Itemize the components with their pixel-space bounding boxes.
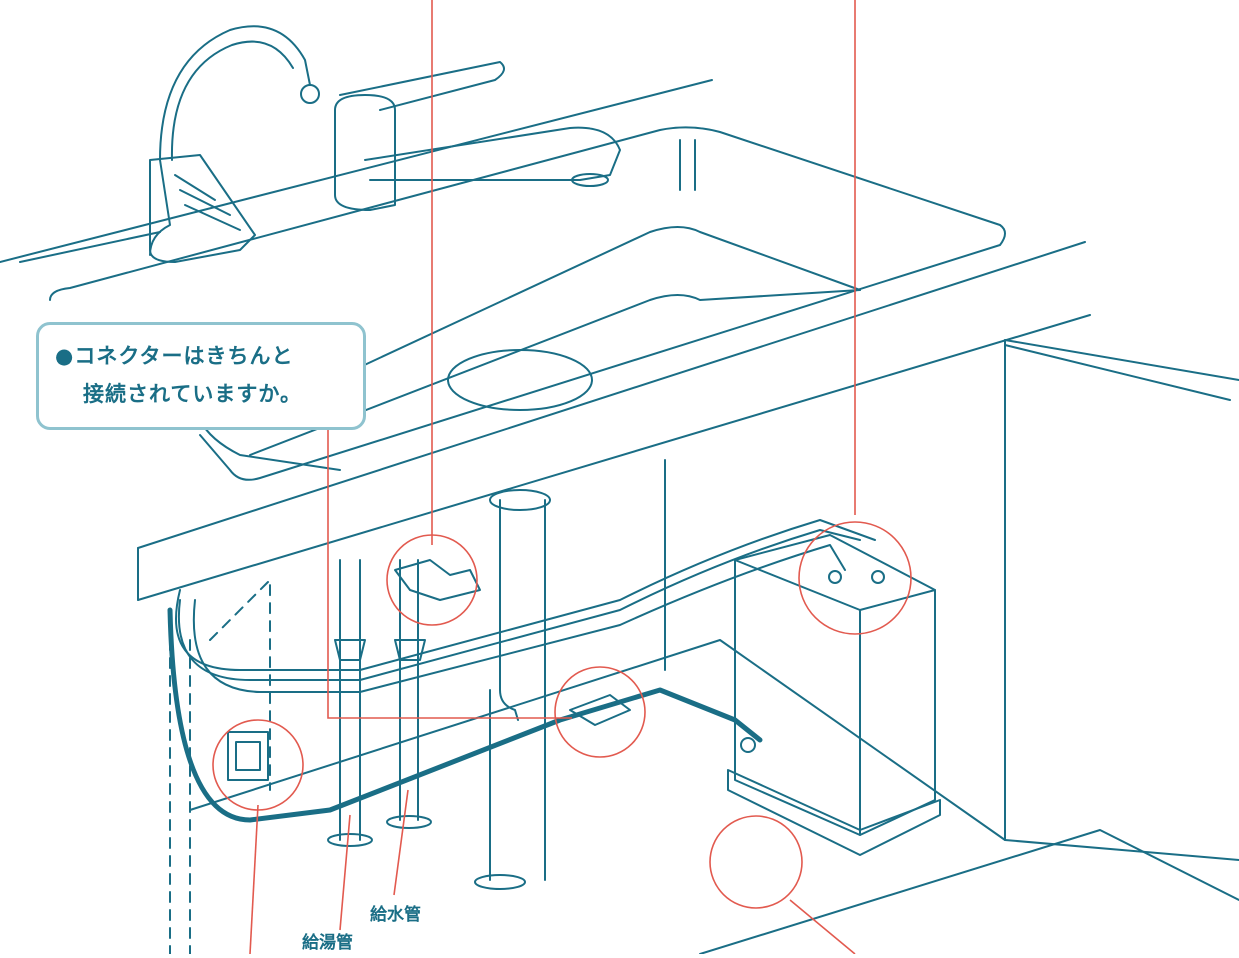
highlight-outlet: [212, 719, 304, 811]
highlight-floor: [709, 815, 803, 909]
cord-connector: [569, 694, 631, 726]
purifier-faucet: [149, 25, 311, 256]
cabinet-floor: [189, 639, 1239, 861]
purifier-faucet-inner: [170, 40, 294, 161]
counter-top: [49, 126, 1006, 481]
drain-pipe: [489, 499, 546, 881]
counter-front-edge: [137, 241, 1086, 549]
hot-water-pipe-label: 給湯管: [302, 933, 353, 953]
drain-top: [489, 489, 551, 511]
power-cord: [167, 607, 763, 823]
faucet-base: [149, 154, 256, 263]
wall-outlet: [227, 731, 269, 781]
wall-back-edge: [0, 79, 713, 263]
unit-port-2: [871, 570, 885, 584]
highlight-valve: [386, 534, 478, 626]
supply-pipe-base: [386, 815, 432, 829]
faucet-tip: [300, 84, 320, 104]
tube-2: [175, 519, 876, 671]
pointer-line-connector: [327, 430, 572, 719]
callout-line-2: 接続されていますか。: [83, 382, 302, 406]
pointer-line-supply-pipe: [393, 789, 409, 896]
hot-pipe-base: [327, 833, 373, 847]
highlight-unit-ports: [798, 521, 912, 635]
bullet-icon: ●: [55, 344, 75, 368]
mixer-outlet: [571, 173, 609, 187]
hidden-edge-left: [169, 639, 191, 955]
unit-port-1: [828, 570, 842, 584]
sink-basin-edge: [299, 226, 861, 396]
stop-valves: [334, 639, 426, 661]
water-supply-pipe-label: 給水管: [370, 905, 421, 925]
mixer-handle: [339, 61, 505, 111]
drain-base: [474, 874, 526, 890]
connector-check-callout: ●コネクターはきちんと 接続されていますか。: [36, 322, 366, 430]
pointer-line-floor: [789, 899, 856, 955]
faucet-buttons: [174, 174, 241, 231]
tube-3: [192, 544, 846, 693]
counter-back-left: [19, 231, 161, 263]
hot-water-pipe: [339, 559, 361, 841]
cabinet-wall-top: [1004, 339, 1239, 381]
outlet-socket: [235, 741, 261, 771]
cabinet-floor-front: [699, 829, 1239, 955]
mixer-spout: [364, 126, 621, 181]
unit-logo: [740, 737, 756, 753]
electric-unit: [734, 534, 936, 836]
highlight-connector: [554, 666, 646, 758]
sink-back-lines: [679, 139, 696, 191]
hidden-edge-box: [209, 579, 271, 791]
supply-valve: [394, 559, 481, 601]
callout-line-1: コネクターはきちんと: [74, 344, 294, 368]
sink-drain: [447, 349, 593, 411]
tube-1: [177, 529, 861, 681]
counter-bottom-edge: [137, 314, 1091, 601]
pointer-line-outlet: [249, 804, 259, 955]
electric-unit-base: [727, 769, 941, 856]
sink-rim: [249, 289, 861, 456]
mixer-body: [334, 94, 396, 211]
cabinet-shelf-line: [1004, 344, 1231, 401]
electric-unit-edges: [734, 559, 936, 836]
pointer-line-hot-pipe: [339, 814, 351, 931]
